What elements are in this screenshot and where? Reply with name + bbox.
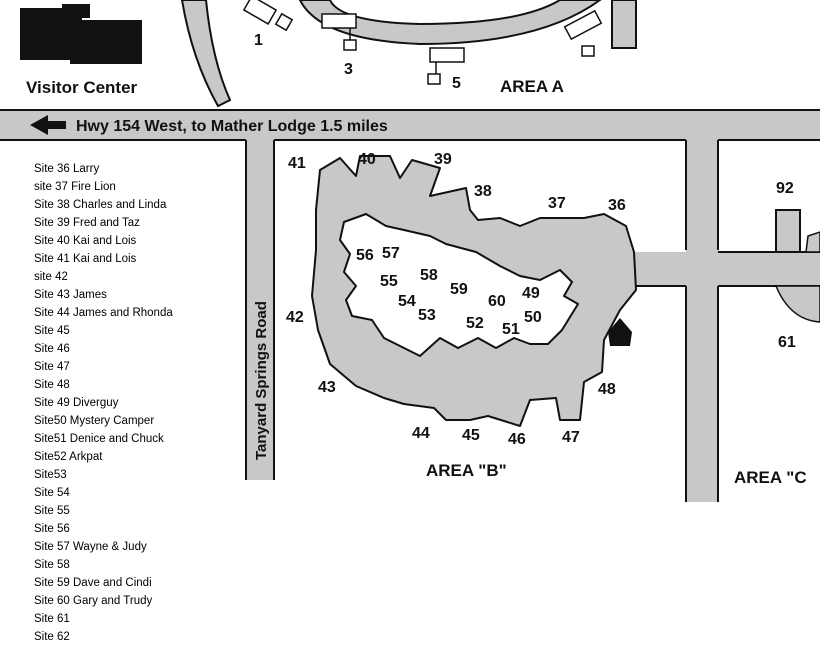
site-number-40: 40 <box>358 151 376 168</box>
site-number-45: 45 <box>462 427 480 444</box>
site-list-item: Site53 <box>34 469 67 481</box>
site-list-item: Site 49 Diverguy <box>34 397 119 409</box>
site-number-61: 61 <box>778 334 796 351</box>
site-number-53: 53 <box>418 307 436 324</box>
west-arrow-icon <box>30 115 66 135</box>
site-number-47: 47 <box>562 429 580 446</box>
site-list-item: Site 41 Kai and Lois <box>34 253 137 265</box>
site-list-item: Site 48 <box>34 379 70 391</box>
site-list-item: Site 55 <box>34 505 70 517</box>
site-list-item: Site 44 James and Rhonda <box>34 307 173 319</box>
tanyard-springs-road <box>245 140 275 480</box>
site-list-item: Site51 Denice and Chuck <box>34 433 164 445</box>
site-number-55: 55 <box>380 273 398 290</box>
site-list-item: Site 43 James <box>34 289 107 301</box>
site-list-item: site 42 <box>34 271 68 283</box>
visitor-center-label: Visitor Center <box>26 78 138 97</box>
site-number-57: 57 <box>382 245 400 262</box>
site-number-46: 46 <box>508 431 526 448</box>
area-a-label: AREA A <box>500 77 564 96</box>
site-list-item: Site 62 <box>34 631 70 643</box>
site-list-item: Site 58 <box>34 559 70 571</box>
area-a-roads <box>180 0 637 108</box>
home-marker-icon <box>608 318 632 346</box>
area-b-label: AREA "B" <box>426 461 507 480</box>
highway-label: Hwy 154 West, to Mather Lodge 1.5 miles <box>76 118 388 135</box>
visitor-center-building <box>20 4 142 64</box>
road-label: Tanyard Springs Road <box>253 301 270 460</box>
site-list-item: site 37 Fire Lion <box>34 181 116 193</box>
site-list-item: Site 36 Larry <box>34 163 100 175</box>
site-number-54: 54 <box>398 293 416 310</box>
site-list-item: Site 60 Gary and Trudy <box>34 595 153 607</box>
area-a-site-markers <box>242 0 603 85</box>
site-number-1: 1 <box>254 32 263 49</box>
area-b-inner <box>339 213 579 357</box>
site-number-58: 58 <box>420 267 438 284</box>
site-list-item: Site 59 Dave and Cindi <box>34 577 152 589</box>
area-c-label: AREA "C <box>734 468 807 487</box>
site-list-item: Site52 Arkpat <box>34 451 103 463</box>
site-list-item: Site 46 <box>34 343 70 355</box>
site-number-92: 92 <box>776 180 794 197</box>
site-number-42: 42 <box>286 309 304 326</box>
site-number-38: 38 <box>474 183 492 200</box>
site-number-5: 5 <box>452 75 461 92</box>
site-number-43: 43 <box>318 379 336 396</box>
site-number-51: 51 <box>502 321 520 338</box>
site-number-48: 48 <box>598 381 616 398</box>
site-number-36: 36 <box>608 197 626 214</box>
site-number-50: 50 <box>524 309 542 326</box>
site-number-60: 60 <box>488 293 506 310</box>
site-number-56: 56 <box>356 247 374 264</box>
site-list-item: Site 54 <box>34 487 70 499</box>
site-list-item: Site50 Mystery Camper <box>34 415 155 427</box>
site-number-44: 44 <box>412 425 430 442</box>
site-list-item: Site 40 Kai and Lois <box>34 235 137 247</box>
site-number-59: 59 <box>450 281 468 298</box>
site-number-37: 37 <box>548 195 566 212</box>
site-number-52: 52 <box>466 315 484 332</box>
site-list-item: Site 56 <box>34 523 70 535</box>
site-list-item: Site 39 Fred and Taz <box>34 217 140 229</box>
area-c-roads <box>620 140 820 502</box>
site-list-item: Site 45 <box>34 325 70 337</box>
site-list-item: Site 38 Charles and Linda <box>34 199 167 211</box>
highway-154 <box>0 109 820 141</box>
site-number-49: 49 <box>522 285 540 302</box>
site-list-item: Site 61 <box>34 613 70 625</box>
site-number-39: 39 <box>434 151 452 168</box>
site-list-item: Site 57 Wayne & Judy <box>34 541 147 553</box>
site-number-3: 3 <box>344 61 353 78</box>
site-list-item: Site 47 <box>34 361 70 373</box>
site-number-41: 41 <box>288 155 306 172</box>
